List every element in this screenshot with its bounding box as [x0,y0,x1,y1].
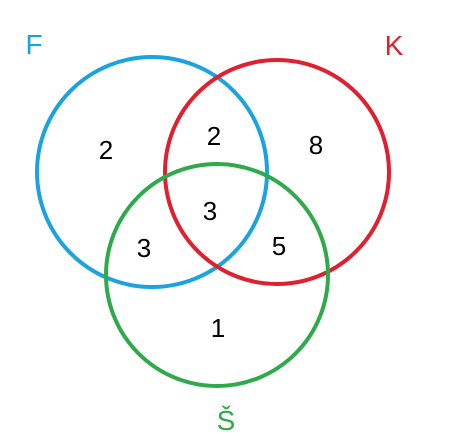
set-s-label: Š [217,405,236,436]
region-f-k-count: 2 [207,121,221,151]
region-s-only-count: 1 [211,313,225,343]
set-k-label: K [385,30,404,61]
region-all-three-count: 3 [203,196,217,226]
region-f-only-count: 2 [99,135,113,165]
set-f-circle [35,55,269,289]
set-f-label: F [25,29,42,60]
region-f-s-count: 3 [137,233,151,263]
region-k-s-count: 5 [272,231,286,261]
set-k-circle [163,58,391,286]
set-s-circle [104,162,330,388]
region-k-only-count: 8 [309,130,323,160]
